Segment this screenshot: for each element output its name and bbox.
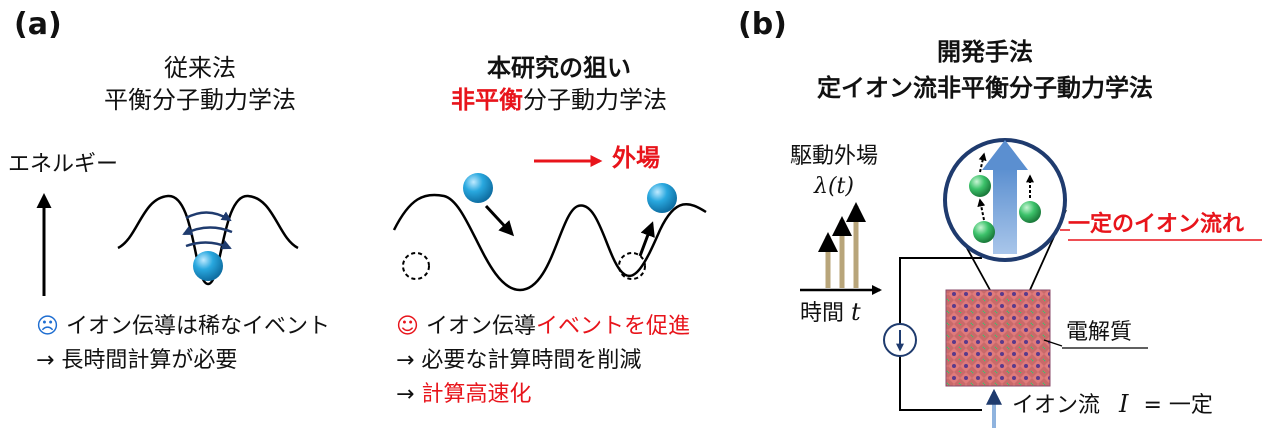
panel-a-label: (a) <box>14 7 62 42</box>
ion-ball-ghost-right <box>618 252 646 280</box>
research-aim-title: 本研究の狙い <box>487 54 631 82</box>
speedup-text: 計算高速化 <box>421 382 532 407</box>
downhill-arrow <box>484 204 515 237</box>
hop-arrow <box>638 221 655 257</box>
electrolyte-label: 電解質 <box>1066 320 1133 345</box>
ion-green-3 <box>973 221 995 243</box>
lambda-label: λ(t) <box>814 174 854 199</box>
flow-arrow-shaft <box>993 168 1017 254</box>
ion-current-label: イオン流 I = 一定 <box>1012 392 1213 417</box>
ion-green-2 <box>1019 201 1041 223</box>
rare-event-text: イオン伝導は稀なイベント <box>65 314 330 339</box>
electrolyte-crystal <box>945 289 1051 387</box>
oscillation-arrow-top <box>185 211 232 222</box>
speedup-arrow-text: → <box>396 382 422 407</box>
panel-b-label: (b) <box>738 7 787 42</box>
constant-current-nemd-title: 定イオン流非平衡分子動力学法 <box>817 74 1153 102</box>
long-calc-bullet: → 長時間計算が必要 <box>36 348 238 373</box>
developed-method-title: 開発手法 <box>937 38 1033 66</box>
oscillation-arrow-mid <box>182 225 233 236</box>
equilibrium-md-label: 平衡分子動力学法 <box>104 86 296 114</box>
ion-current-text: イオン流 <box>1012 393 1101 418</box>
external-field-label: 外場 <box>612 144 660 172</box>
electrolyte-pointer <box>1043 339 1063 347</box>
equilibrium-potential-curve <box>117 194 299 286</box>
conventional-method-label: 従来法 <box>164 54 236 82</box>
ion-ball-ghost-left <box>402 252 430 280</box>
oscillation-arrow-low <box>185 240 232 250</box>
sad-face-icon: ☹ <box>36 314 59 339</box>
constant-value-text: = 一定 <box>1143 393 1213 418</box>
happy-face-icon: ☺ <box>396 314 419 339</box>
speedup-bullet: → 計算高速化 <box>396 384 531 406</box>
promote-event-bullet: ☺ イオン伝導イベントを促進 <box>396 316 690 338</box>
time-text: 時間 <box>800 301 845 326</box>
ion-ball-upper-left <box>463 173 493 203</box>
ion-ball-equilibrium <box>193 251 223 281</box>
nonequilibrium-highlight: 非平衡 <box>451 86 523 114</box>
nonequilibrium-md-label: 非平衡分子動力学法 <box>451 88 667 112</box>
energy-axis-label: エネルギー <box>8 152 119 177</box>
constant-ion-flow-label: 一定のイオン流れ <box>1068 212 1245 237</box>
rare-event-bullet: ☹ イオン伝導は稀なイベント <box>36 316 330 338</box>
current-symbol: I <box>1119 390 1129 418</box>
ion-ball-upper-right <box>647 183 677 213</box>
ion-green-1 <box>969 175 991 197</box>
time-axis-label: 時間 t <box>800 300 861 325</box>
ion-conduction-text: イオン伝導 <box>425 314 536 339</box>
promote-event-text: イベントを促進 <box>535 314 690 339</box>
nonequilibrium-potential-curve <box>392 193 707 292</box>
time-symbol: t <box>851 298 861 326</box>
driving-field-label: 駆動外場 <box>790 144 879 169</box>
reduce-time-bullet: → 必要な計算時間を削減 <box>396 348 642 373</box>
md-method-text: 分子動力学法 <box>523 86 667 114</box>
flow-arrow-head <box>982 140 1028 170</box>
